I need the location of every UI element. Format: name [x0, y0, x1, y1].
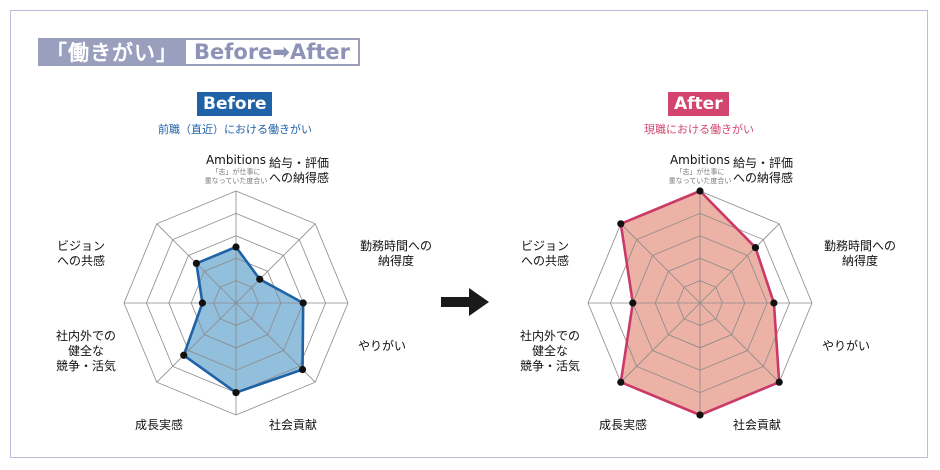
after-point-3: [770, 299, 778, 307]
after-point-4: [775, 378, 783, 386]
after-panel-subtitle: 現職における働きがい: [644, 123, 754, 136]
after-point-5: [696, 411, 704, 419]
title-before-after: Before➡After: [186, 38, 361, 66]
after-point-6: [617, 378, 625, 386]
before-radar: [123, 190, 349, 416]
before-spoke: [156, 302, 237, 383]
after-point-2: [751, 243, 760, 252]
before-axis-label-5: 社会貢献: [268, 418, 317, 432]
after-point-1: [696, 187, 704, 195]
title-main: 「働きがい」: [38, 38, 186, 66]
before-panel-title: Before: [197, 92, 273, 116]
after-axis-label-3: 勤務時間への納得度: [823, 239, 896, 268]
after-point-7: [629, 299, 637, 307]
after-radar: [587, 187, 813, 419]
before-axis-label-1: Ambitions「志」が仕事に重なっていた度合い: [190, 153, 282, 186]
after-axis-label-1: Ambitions「志」が仕事に重なっていた度合い: [654, 153, 746, 186]
right-arrow-icon: [441, 288, 489, 316]
after-axis-label-4: やりがい: [821, 339, 870, 353]
before-axis-label-8: ビジョンへの共感: [56, 239, 105, 268]
before-point-6: [180, 351, 188, 359]
before-spoke: [235, 223, 316, 304]
before-area: [183, 247, 304, 393]
before-axis-label-2: 給与・評価への納得感: [268, 156, 329, 185]
before-point-4: [298, 365, 307, 374]
before-point-8: [192, 259, 201, 268]
after-point-8: [617, 220, 625, 228]
after-spoke: [620, 223, 701, 304]
before-point-1: [232, 243, 240, 251]
after-axis-label-8: ビジョンへの共感: [520, 239, 569, 268]
before-axis-note: 「志」が仕事に重なっていた度合い: [204, 168, 268, 185]
before-point-2: [256, 275, 264, 283]
before-point-5: [232, 389, 240, 397]
after-axis-label-5: 社会貢献: [732, 418, 781, 432]
before-point-7: [198, 299, 206, 307]
before-axis-label-6: 成長実感: [134, 418, 183, 432]
after-axis-label-6: 成長実感: [598, 418, 647, 432]
after-spoke: [699, 302, 780, 383]
before-point-3: [299, 299, 307, 307]
after-axis-label-7: 社内外での健全な競争・活気: [519, 329, 580, 373]
after-spoke: [699, 223, 780, 304]
after-axis-note: 「志」が仕事に重なっていた度合い: [668, 168, 732, 185]
after-axis-label-2: 給与・評価への納得感: [732, 156, 793, 185]
before-axis-label-3: 勤務時間への納得度: [359, 239, 432, 268]
before-panel-subtitle: 前職（直近）における働きがい: [158, 123, 312, 136]
page-title: 「働きがい」 Before➡After: [38, 38, 361, 66]
after-panel-title: After: [668, 92, 729, 116]
before-axis-label-4: やりがい: [357, 339, 406, 353]
before-axis-label-7: 社内外での健全な競争・活気: [55, 329, 116, 373]
after-spoke: [620, 302, 701, 383]
